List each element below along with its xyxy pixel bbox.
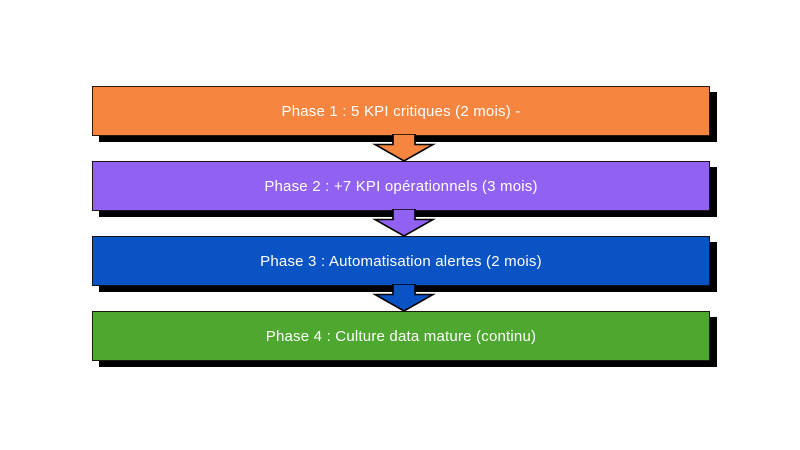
arrow-down-shape — [372, 284, 436, 312]
phase-4-label: Phase 4 : Culture data mature (continu) — [265, 327, 537, 345]
phase-2-label: Phase 2 : +7 KPI opérationnels (3 mois) — [264, 177, 538, 195]
arrow-down-icon-1-2 — [372, 134, 436, 162]
arrow-down-shape — [372, 209, 436, 237]
phase-4-bar: Phase 4 : Culture data mature (continu) — [92, 311, 710, 361]
phase-3-bar: Phase 3 : Automatisation alertes (2 mois… — [92, 236, 710, 286]
arrow-down-icon-3-4 — [372, 284, 436, 312]
phase-1-label: Phase 1 : 5 KPI critiques (2 mois) - — [281, 102, 521, 120]
phase-3-label: Phase 3 : Automatisation alertes (2 mois… — [260, 252, 542, 270]
arrow-down-icon-2-3 — [372, 209, 436, 237]
arrow-down-shape — [372, 134, 436, 162]
phase-2-bar: Phase 2 : +7 KPI opérationnels (3 mois) — [92, 161, 710, 211]
phase-1-bar: Phase 1 : 5 KPI critiques (2 mois) - — [92, 86, 710, 136]
